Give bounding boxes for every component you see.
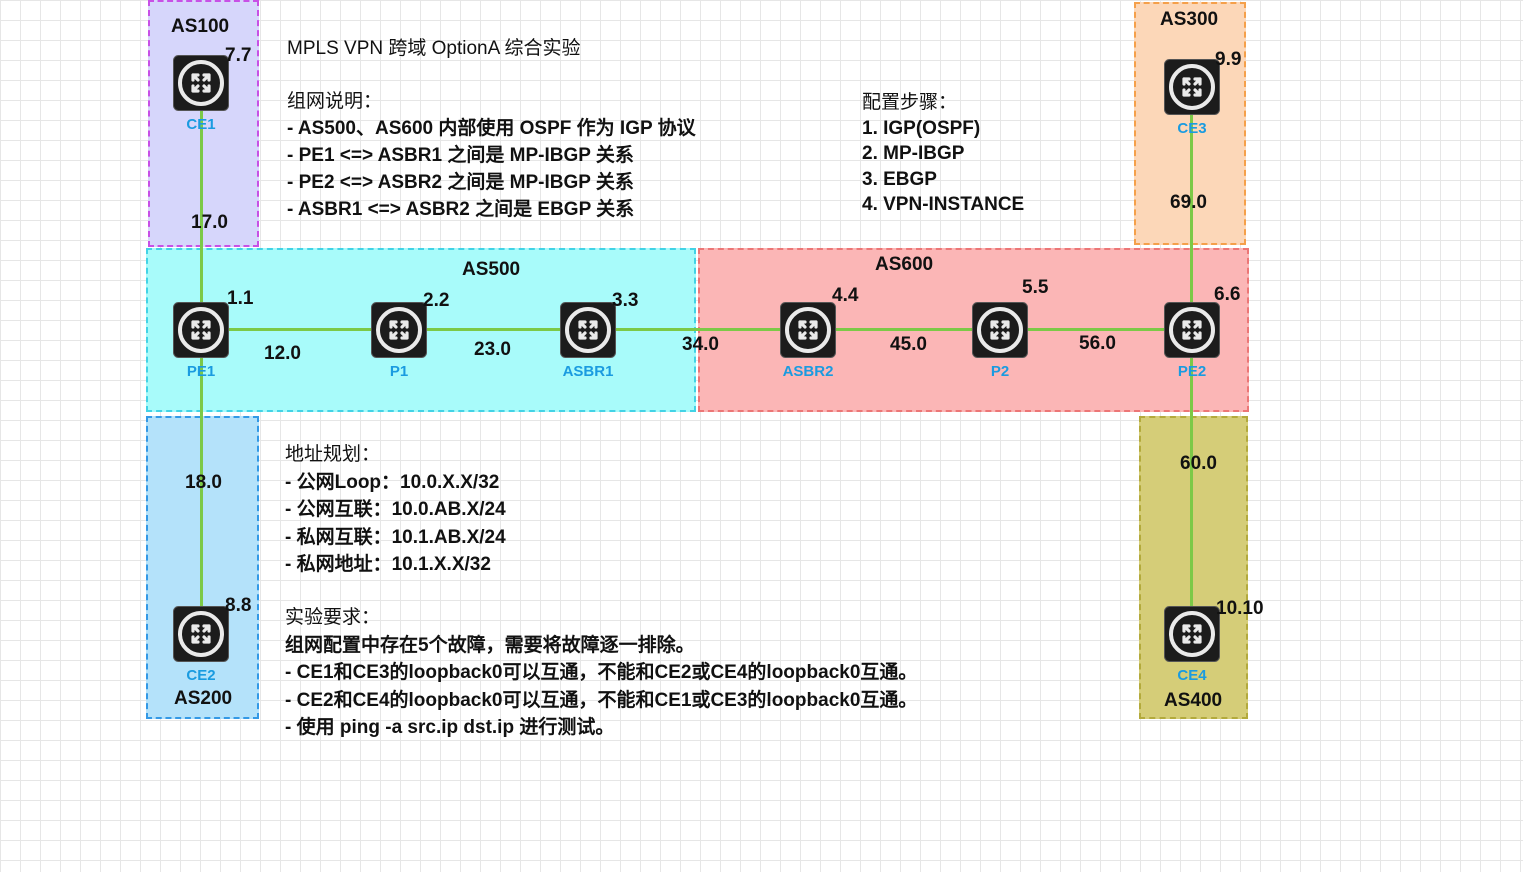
step-item: 3. EBGP — [862, 168, 937, 190]
networking-line: - AS500、AS600 内部使用 OSPF 作为 IGP 协议 — [287, 118, 696, 139]
addressing-line: - 私网地址：10.1.X.X/32 — [285, 554, 491, 575]
networking-notes: 组网说明： - AS500、AS600 内部使用 OSPF 作为 IGP 协议 … — [287, 88, 696, 223]
addr-net18: 18.0 — [185, 472, 222, 493]
as600-title: AS600 — [875, 254, 934, 275]
device-label-ce2: CE2 — [186, 667, 216, 684]
device-label-asbr1: ASBR1 — [562, 363, 614, 380]
device-label-asbr2: ASBR2 — [782, 363, 834, 380]
addr-net56: 56.0 — [1079, 333, 1116, 354]
lab-requirements: 实验要求： 组网配置中存在5个故障，需要将故障逐一排除。 - CE1和CE3的l… — [285, 604, 917, 742]
requirement-line: - CE2和CE4的loopback0可以互通，不能和CE1或CE3的loopb… — [285, 689, 918, 711]
addressing-heading: 地址规划： — [285, 444, 381, 465]
router-icon[interactable] — [371, 302, 427, 358]
addr-ce2: 8.8 — [225, 595, 252, 616]
addr-p2: 5.5 — [1022, 277, 1049, 298]
link-pe2-ce4 — [1190, 330, 1193, 635]
as400-area — [1139, 416, 1248, 719]
steps-heading: 配置步骤： — [862, 92, 958, 113]
as500-title: AS500 — [462, 259, 521, 280]
link-ce3-pe2 — [1190, 110, 1193, 330]
step-item: 2. MP-IBGP — [862, 143, 965, 164]
diagram-title: MPLS VPN 跨域 OptionA 综合实验 — [287, 38, 581, 59]
addr-asbr2: 4.4 — [832, 285, 859, 306]
device-label-p2: P2 — [990, 363, 1010, 380]
device-label-pe2: PE2 — [1177, 363, 1207, 380]
router-icon[interactable] — [173, 55, 229, 111]
addr-ce1: 7.7 — [225, 45, 252, 66]
device-label-ce1: CE1 — [186, 116, 216, 133]
address-planning: 地址规划： - 公网Loop：10.0.X.X/32 - 公网互联：10.0.A… — [285, 441, 506, 579]
link-ce1-pe1 — [200, 110, 203, 330]
addr-net60: 60.0 — [1180, 453, 1217, 474]
addr-pe1: 1.1 — [227, 288, 254, 309]
device-label-ce4: CE4 — [1177, 667, 1207, 684]
addr-pe2: 6.6 — [1214, 284, 1241, 305]
addressing-line: - 公网Loop：10.0.X.X/32 — [285, 471, 500, 493]
requirement-line: - CE1和CE3的loopback0可以互通，不能和CE2或CE4的loopb… — [285, 662, 918, 683]
router-icon[interactable] — [173, 606, 229, 662]
as100-area — [148, 0, 259, 247]
addr-net34: 34.0 — [682, 334, 719, 355]
device-label-pe1: PE1 — [186, 363, 216, 380]
addr-ce3: 9.9 — [1215, 49, 1242, 70]
networking-line: - PE2 <=> ASBR2 之间是 MP-IBGP 关系 — [287, 172, 634, 193]
link-pe1-pe2 — [200, 328, 1192, 331]
device-label-ce3: CE3 — [1177, 120, 1207, 137]
networking-line: - ASBR1 <=> ASBR2 之间是 EBGP 关系 — [287, 199, 635, 220]
router-icon[interactable] — [173, 302, 229, 358]
networking-line: - PE1 <=> ASBR1 之间是 MP-IBGP 关系 — [287, 145, 634, 166]
router-icon[interactable] — [560, 302, 616, 358]
addr-net45: 45.0 — [890, 334, 927, 355]
as400-title: AS400 — [1164, 690, 1223, 711]
addr-asbr1: 3.3 — [612, 290, 639, 311]
config-steps: 配置步骤： 1. IGP(OSPF) 2. MP-IBGP 3. EBGP 4.… — [862, 90, 1024, 218]
link-pe1-ce2 — [200, 330, 203, 635]
addressing-line: - 私网互联：10.1.AB.X/24 — [285, 526, 506, 548]
addr-net69: 69.0 — [1170, 192, 1207, 213]
as300-title: AS300 — [1160, 9, 1219, 30]
router-icon[interactable] — [1164, 59, 1220, 115]
router-icon[interactable] — [1164, 606, 1220, 662]
router-icon[interactable] — [1164, 302, 1220, 358]
device-label-p1: P1 — [389, 363, 409, 380]
router-icon[interactable] — [780, 302, 836, 358]
addr-net17: 17.0 — [191, 212, 228, 233]
step-item: 1. IGP(OSPF) — [862, 117, 981, 139]
addr-net12: 12.0 — [264, 343, 301, 364]
requirements-heading: 实验要求： — [285, 607, 381, 628]
addr-net23: 23.0 — [474, 339, 511, 360]
router-icon[interactable] — [972, 302, 1028, 358]
addr-ce4: 10.10 — [1216, 598, 1264, 619]
addressing-line: - 公网互联：10.0.AB.X/24 — [285, 499, 506, 520]
requirement-line: - 使用 ping -a src.ip dst.ip 进行测试。 — [285, 717, 615, 738]
requirement-line: 组网配置中存在5个故障，需要将故障逐一排除。 — [285, 634, 695, 656]
step-item: 4. VPN-INSTANCE — [862, 194, 1025, 215]
networking-heading: 组网说明： — [287, 91, 383, 112]
as200-title: AS200 — [174, 688, 233, 709]
as100-title: AS100 — [171, 16, 230, 37]
addr-p1: 2.2 — [423, 290, 450, 311]
